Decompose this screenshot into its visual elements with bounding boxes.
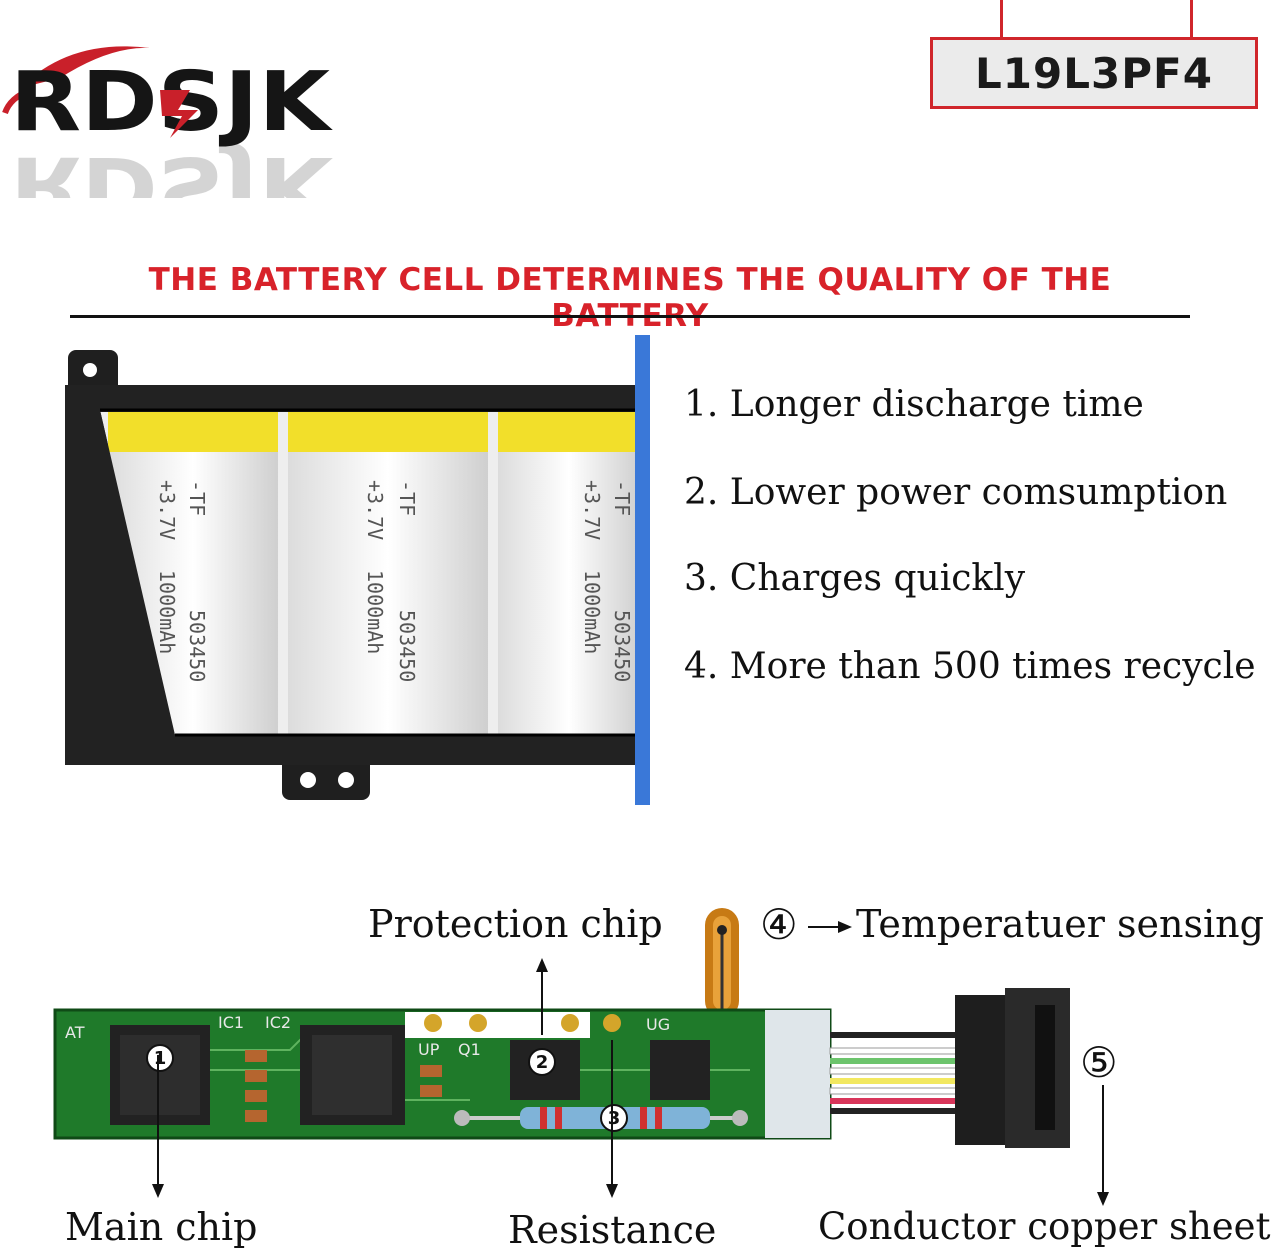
callout-arrows [152,921,1109,1206]
feature-item: 2. Lower power comsumption [684,472,1228,513]
label-protection-chip: Protection chip [368,902,663,946]
cell-print-text: 1000mAh [363,570,387,654]
silkscreen-label: IC1 [218,1013,244,1032]
marker-3: 3 [608,1108,621,1129]
label-main-chip: Main chip [65,1205,258,1249]
cell-print-text: 503450 [610,610,634,682]
cell-print-text: 503450 [185,610,209,682]
cell-print-text: +3.7V [580,480,604,540]
main-chip [110,1025,210,1125]
model-box-connector-right [1190,0,1193,37]
cell-print-text: +3.7V [155,480,179,540]
feature-item: 1. Longer discharge time [684,384,1144,425]
svg-text:RDSJK: RDSJK [10,138,334,198]
label-temperature-sensing: Temperatuer sensing [856,902,1264,946]
battery-pack-image: +3.7V -TF 1000mAh 503450 +3.7V -TF 1000m… [65,335,650,805]
battery-cell [288,412,488,734]
headline-rule [70,315,1190,318]
silkscreen-label: UP [418,1040,440,1059]
label-conductor-copper-sheet: Conductor copper sheet [818,1205,1271,1248]
model-code-box: L19L3PF4 [930,37,1258,109]
model-box-connector-left [1000,0,1003,37]
cell-print-text: 503450 [395,610,419,682]
silkscreen-label: AT [65,1023,85,1042]
brand-logo: RDSJK RDSJK [2,46,334,198]
cell-print-text: -TF [395,480,419,516]
model-code: L19L3PF4 [975,48,1213,98]
cell-print-text: +3.7V [363,480,387,540]
ic-chip [300,1025,405,1125]
silkscreen-label: UG [646,1015,670,1034]
mosfet-chip [650,1040,710,1100]
cell-print-text: -TF [610,480,634,516]
marker-1: 1 [154,1048,167,1069]
feature-item: 3. Charges quickly [684,558,1026,599]
silkscreen-label: IC2 [265,1013,291,1032]
label-resistance: Resistance [508,1208,717,1252]
pcb-board-image: AT IC1 IC2 UP Q1 UG 1 2 3 [53,908,1070,1148]
connector [955,988,1070,1148]
cell-print-text: -TF [185,480,209,516]
battery-cell [498,412,640,734]
cell-print-text: 1000mAh [580,570,604,654]
cell-print-text: 1000mAh [155,570,179,654]
marker-4: ④ [760,900,798,949]
marker-2: 2 [536,1052,549,1073]
silkscreen-label: Q1 [458,1040,481,1059]
headline: THE BATTERY CELL DETERMINES THE QUALITY … [148,262,1112,334]
temperature-sensor [705,908,739,1018]
marker-5: ⑤ [1080,1038,1118,1087]
feature-item: 4. More than 500 times recycle [684,646,1256,687]
